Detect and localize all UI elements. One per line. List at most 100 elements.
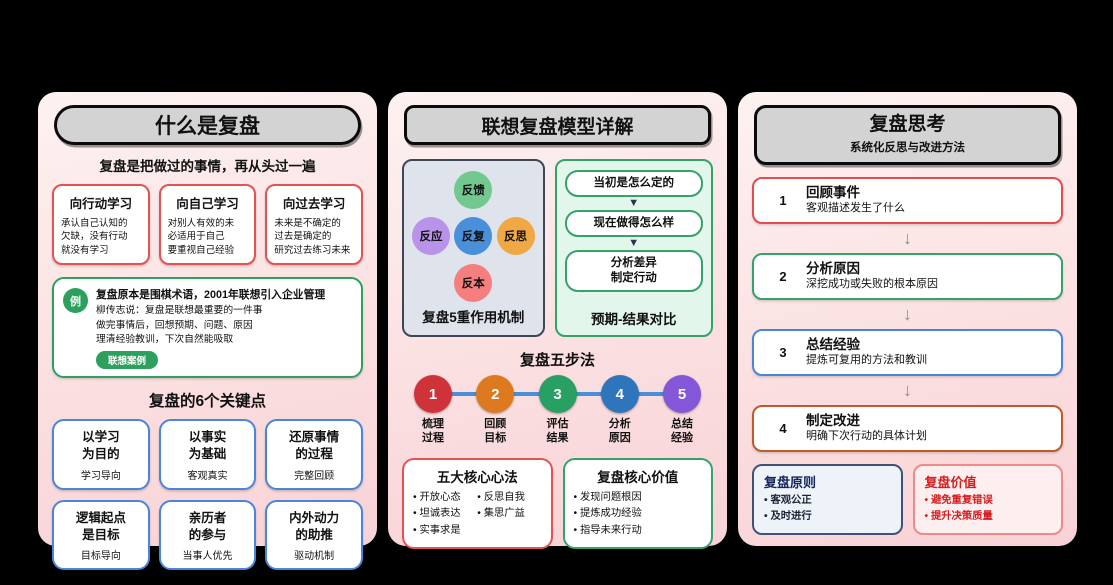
core-value-title: 复盘核心价值 — [597, 469, 679, 485]
keypoints-heading: 复盘的6个关键点 — [148, 392, 267, 410]
step-desc: 客观描述发生了什么 — [806, 201, 905, 214]
card-body: 未来是不确定的 过去是确定的 研究过去练习未来 — [274, 218, 351, 256]
keypoint-card: 还原事情 的过程 完整回顾 — [265, 418, 363, 490]
keypoint-card: 以事实 为基础 客观真实 — [158, 418, 257, 490]
card-body: 对别人有效的未 必适用于自己 要重视自己经验 — [167, 218, 235, 256]
keypoint-title: 内外动力 的助推 — [289, 510, 340, 542]
principles-title: 复盘原则 — [764, 474, 817, 490]
mechanism-caption: 复盘5重作用机制 — [422, 310, 525, 325]
step-title: 制定改进 — [806, 413, 860, 429]
keypoint-sub: 学习导向 — [80, 470, 121, 482]
thinking-step-2: 2 分析原因 深挖成功或失败的根本原因 — [752, 252, 1063, 300]
card-title: 向自己学习 — [176, 197, 239, 211]
mechanism-circle-feedback: 反馈 — [454, 171, 493, 209]
step-desc: 提炼可复用的方法和教训 — [806, 353, 927, 366]
panel3-title: 复盘思考 — [869, 114, 946, 135]
model-row: 反馈 反应 反复 反思 反本 复盘5重作用机制 当初是怎么定的 ▼ 现在做得怎么… — [402, 159, 713, 337]
mechanism-circle-root: 反本 — [454, 264, 493, 302]
principle-item: 及时进行 — [764, 509, 891, 525]
example-icon: 例 — [63, 288, 88, 314]
keypoint-title: 亲历者 的参与 — [188, 510, 227, 542]
mechanism-circle-repeat: 反复 — [454, 217, 493, 255]
keypoint-sub: 完整回顾 — [294, 470, 335, 482]
core-value-item: 指导未来行动 — [574, 523, 703, 540]
mindset-columns: 开放心态 坦诚表达 实事求是 反思自我 集思广益 — [413, 490, 542, 540]
card-learn-from-action: 向行动学习 承认自己认知的 欠缺，没有行动 就没有学习 — [52, 184, 150, 266]
panel-fupan-thinking: 复盘思考 系统化反思与改进方法 1 回顾事件 客观描述发生了什么 ↓ 2 分析原… — [738, 92, 1077, 546]
example-lines: 柳传志说：复盘是联想最重要的一件事 做完事情后，回想预期、问题、原因 理清经验教… — [96, 305, 263, 346]
five-step-1: 1 梳理 过程 — [407, 375, 459, 446]
card-body: 承认自己认知的 欠缺，没有行动 就没有学习 — [61, 218, 128, 256]
step-title: 总结经验 — [806, 337, 860, 353]
down-arrow-icon: ↓ — [903, 303, 912, 324]
down-arrow-icon: ↓ — [903, 227, 912, 248]
keypoint-sub: 驱动机制 — [294, 551, 335, 563]
five-step-3: 3 评估 结果 — [532, 375, 584, 446]
step-label: 梳理 过程 — [422, 418, 444, 445]
mindset-item: 集思广益 — [477, 506, 541, 523]
core-value-item: 发现问题根因 — [574, 490, 703, 507]
lenovo-example-box: 例 复盘原本是围棋术语，2001年联想引入企业管理 柳传志说：复盘是联想最重要的… — [52, 277, 363, 378]
mindset-col-2: 反思自我 集思广益 — [477, 490, 541, 540]
comparison-step-2: 现在做得怎么样 — [564, 209, 703, 237]
panel3-title-box: 复盘思考 系统化反思与改进方法 — [754, 105, 1061, 165]
value-item: 提升决策质量 — [925, 509, 1052, 525]
step-number: 4 — [779, 420, 787, 436]
step-label: 总结 经验 — [671, 418, 693, 445]
step-number-circle: 2 — [476, 375, 515, 413]
mindset-item: 开放心态 — [413, 490, 477, 507]
panel1-title: 什么是复盘 — [54, 105, 361, 145]
five-steps-row: 1 梳理 过程 2 回顾 目标 3 评估 结果 4 分析 原因 5 总结 经验 — [402, 375, 713, 446]
keypoint-sub: 目标导向 — [80, 551, 121, 563]
five-step-5: 5 总结 经验 — [656, 375, 708, 446]
example-title: 复盘原本是围棋术语，2001年联想引入企业管理 — [96, 289, 326, 302]
infographic-panels: 什么是复盘 复盘是把做过的事情，再从头过一遍 向行动学习 承认自己认知的 欠缺，… — [38, 92, 1077, 571]
five-step-2: 2 回顾 目标 — [469, 375, 521, 446]
mindset-item: 坦诚表达 — [413, 506, 477, 523]
thinking-step-1: 1 回顾事件 客观描述发生了什么 — [752, 176, 1063, 224]
keypoint-card: 亲历者 的参与 当事人优先 — [158, 499, 257, 571]
step-text: 制定改进 明确下次行动的具体计划 — [806, 413, 927, 443]
step-label: 分析 原因 — [608, 418, 631, 445]
step-text: 总结经验 提炼可复用的方法和教训 — [806, 337, 927, 367]
step-number-circle: 1 — [414, 375, 452, 413]
step-title: 回顾事件 — [806, 185, 860, 201]
keypoint-card: 内外动力 的助推 驱动机制 — [265, 499, 363, 571]
down-triangle-icon: ▼ — [628, 196, 640, 209]
mechanism-box: 反馈 反应 反复 反思 反本 复盘5重作用机制 — [402, 159, 545, 337]
step-label: 评估 结果 — [546, 418, 569, 445]
thinking-step-4: 4 制定改进 明确下次行动的具体计划 — [752, 404, 1063, 452]
panel2-title: 联想复盘模型详解 — [404, 105, 711, 145]
step-number-circle: 3 — [538, 375, 577, 413]
mindset-title: 五大核心心法 — [436, 469, 518, 485]
value-box: 复盘价值 避免重复错误 提升决策质量 — [912, 463, 1063, 535]
down-triangle-icon: ▼ — [628, 236, 640, 249]
five-steps-heading: 复盘五步法 — [519, 352, 595, 369]
card-learn-from-past: 向过去学习 未来是不确定的 过去是确定的 研究过去练习未来 — [265, 184, 363, 266]
keypoint-title: 以事实 为基础 — [188, 429, 227, 461]
keypoint-sub: 客观真实 — [187, 470, 228, 482]
thinking-steps: 1 回顾事件 客观描述发生了什么 ↓ 2 分析原因 深挖成功或失败的根本原因 ↓… — [752, 176, 1063, 452]
step-number: 1 — [779, 192, 787, 208]
card-title: 向行动学习 — [69, 197, 133, 211]
step-text: 分析原因 深挖成功或失败的根本原因 — [806, 261, 938, 291]
card-title: 向过去学习 — [282, 197, 346, 211]
step-title: 分析原因 — [806, 261, 860, 277]
step-label: 回顾 目标 — [484, 418, 507, 445]
step-text: 回顾事件 客观描述发生了什么 — [806, 185, 905, 215]
value-title: 复盘价值 — [924, 474, 977, 490]
core-value-box: 复盘核心价值 发现问题根因 提炼成功经验 指导未来行动 — [562, 457, 713, 549]
step-desc: 深挖成功或失败的根本原因 — [806, 277, 938, 290]
keypoint-title: 以学习 为目的 — [82, 429, 120, 461]
mechanism-circle-reaction: 反应 — [412, 217, 450, 255]
principles-box: 复盘原则 客观公正 及时进行 — [752, 463, 903, 535]
step-number-circle: 4 — [600, 375, 639, 413]
step-number-circle: 5 — [663, 375, 701, 413]
step-desc: 明确下次行动的具体计划 — [806, 429, 927, 442]
comparison-step-1: 当初是怎么定的 — [564, 170, 703, 197]
keypoint-title: 逻辑起点 是目标 — [75, 510, 126, 542]
core-value-item: 提炼成功经验 — [574, 506, 703, 523]
mindset-item: 实事求是 — [413, 523, 477, 540]
thinking-step-3: 3 总结经验 提炼可复用的方法和教训 — [752, 328, 1063, 376]
example-badge: 联想案例 — [96, 350, 159, 369]
